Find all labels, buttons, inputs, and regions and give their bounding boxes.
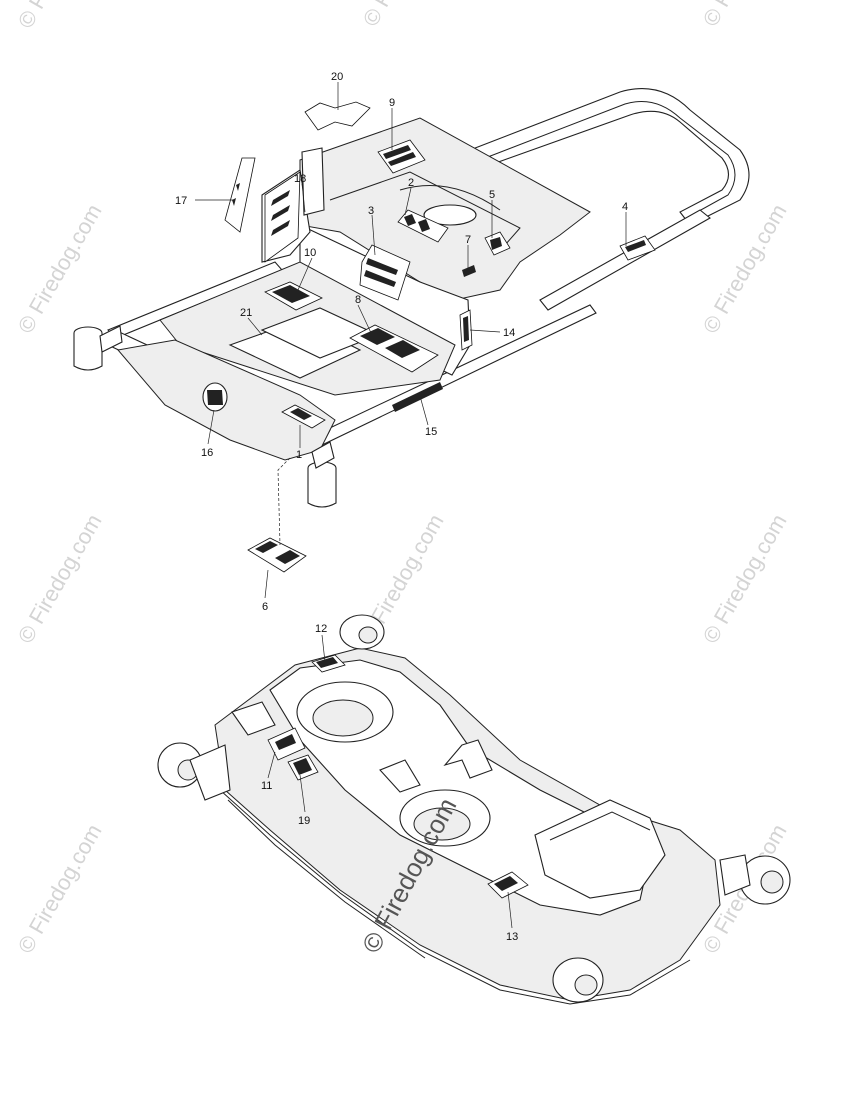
deck-bracket [379,759,421,793]
callout-12: 12 [315,623,327,635]
callout-5: 5 [489,189,495,201]
mower-deck [157,614,791,1005]
callouts: 20 9 18 17 2 5 4 3 7 10 8 21 14 15 16 1 … [175,71,628,943]
callout-7: 7 [465,234,471,246]
callout-10: 10 [304,247,316,259]
watermark-text: © Firedog.com [698,200,792,338]
callout-3: 3 [368,205,374,217]
deck-bracket [443,739,493,779]
decal-5 [484,231,511,256]
callout-11: 11 [261,780,272,792]
decal-12 [311,654,346,673]
deck-bracket [231,701,276,736]
watermark-text: © Firedog.com [698,510,792,648]
callout-21: 21 [240,307,252,319]
decal-16 [202,382,228,412]
decal-18 [264,171,301,263]
belt-cover [534,799,666,899]
decal-7 [462,265,476,277]
watermark-text: © Firedog.com [13,0,107,33]
callout-20: 20 [331,71,343,83]
leader-lines [195,82,627,929]
watermark-text: © Firedog.com [698,0,792,31]
watermark-text: © Firedog.com [13,200,107,338]
decal-10 [264,281,323,311]
callout-13: 13 [506,931,518,943]
callout-16: 16 [201,447,213,459]
deck-wheel-rear-right [719,854,791,905]
callout-19: 19 [298,815,310,827]
decal-15 [392,382,443,412]
upper-decals [202,101,656,573]
decal-6 [247,537,307,573]
watermark-text: © Firedog.com [13,510,107,648]
decal-20 [304,101,371,131]
callout-6: 6 [262,601,268,613]
decal-3 [359,244,411,301]
callout-8: 8 [355,294,361,306]
deck-wheel-front-left [157,742,231,801]
callout-4: 4 [622,201,628,213]
callout-17: 17 [175,195,187,207]
decal-19 [287,754,319,781]
deck-wheel-front-right [552,957,604,1003]
callout-1: 1 [296,449,302,461]
decal-9 [377,139,426,174]
callout-18: 18 [294,173,306,185]
right-caster-post [307,441,337,508]
decal-14 [459,309,473,351]
deck-wheel-rear-left [339,614,385,650]
left-caster-post [73,325,123,371]
decal-2 [397,209,449,243]
decal-4 [619,235,656,261]
decal-13 [487,871,529,899]
callout-15: 15 [425,426,437,438]
decal-1 [281,404,326,429]
watermark-text: © Firedog.com [358,0,452,31]
callout-9: 9 [389,97,395,109]
seat-mount-hole [423,204,477,226]
decal-8 [349,324,439,373]
callout-14: 14 [503,327,515,339]
watermark-text: © Firedog.com [13,820,107,958]
decal-17 [224,157,256,233]
callout-2: 2 [408,177,414,189]
